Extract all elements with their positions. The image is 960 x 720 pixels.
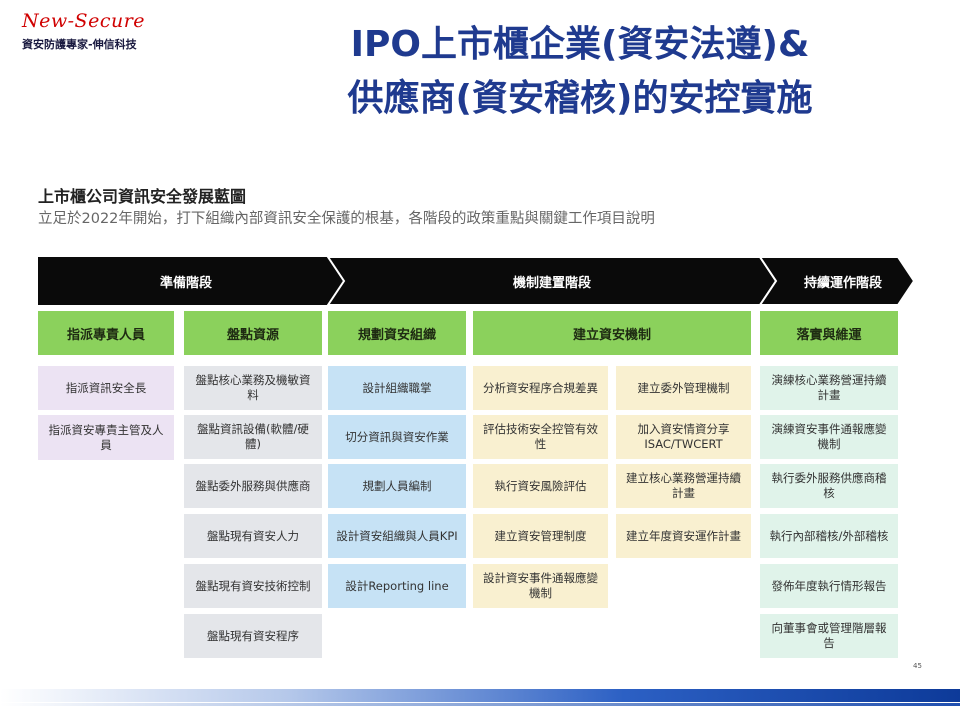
list-item-inventory: 盤點現有資安技術控制 (184, 564, 322, 608)
list-item-inventory: 盤點核心業務及機敏資料 (184, 366, 322, 410)
list-item-mechanism: 建立委外管理機制 (616, 366, 751, 410)
list-item-operate: 執行委外服務供應商稽核 (760, 464, 898, 508)
list-item-plan: 設計資安組織與人員KPI (328, 514, 466, 558)
category-assign: 指派專責人員 (38, 311, 174, 355)
company-logo: New-Secure 資安防護專家-伸信科技 (22, 10, 145, 52)
slide-title-line2: 供應商(資安稽核)的安控實施 (347, 78, 813, 119)
list-item-mechanism: 建立資安管理制度 (473, 514, 608, 558)
list-item-plan: 設計組織職掌 (328, 366, 466, 410)
logo-tagline: 資安防護專家-伸信科技 (22, 38, 137, 51)
roadmap-title: 上市櫃公司資訊安全發展藍圖 (38, 187, 247, 206)
category-inventory: 盤點資源 (184, 311, 322, 355)
list-item-operate: 向董事會或管理階層報告 (760, 614, 898, 658)
phase-arrow-operate (758, 256, 916, 306)
list-item-assign: 指派資訊安全長 (38, 366, 174, 410)
list-item-mechanism: 設計資安事件通報應變機制 (473, 564, 608, 608)
slide-title-line1: IPO上市櫃企業(資安法遵)& (350, 24, 810, 65)
list-item-operate: 發佈年度執行情形報告 (760, 564, 898, 608)
list-item-mechanism: 執行資安風險評估 (473, 464, 608, 508)
list-item-mechanism: 加入資安情資分享ISAC/TWCERT (616, 415, 751, 459)
list-item-inventory: 盤點資訊設備(軟體/硬體) (184, 415, 322, 459)
phase-build-label: 機制建置階段 (512, 275, 591, 291)
category-plan-org: 規劃資安組織 (328, 311, 466, 355)
phase-arrow-prepare (38, 257, 344, 305)
list-item-mechanism: 分析資安程序合規差異 (473, 366, 608, 410)
list-item-plan: 規劃人員編制 (328, 464, 466, 508)
list-item-mechanism: 建立年度資安運作計畫 (616, 514, 751, 558)
list-item-inventory: 盤點現有資安程序 (184, 614, 322, 658)
phase-prepare: 準備階段 (38, 257, 334, 305)
category-operate: 落實與維運 (760, 311, 898, 355)
list-item-assign: 指派資安專責主管及人員 (38, 415, 174, 460)
list-item-mechanism: 建立核心業務營運持續計畫 (616, 464, 751, 508)
phase-operate: 持續運作階段 (776, 257, 910, 305)
slide-title: IPO上市櫃企業(資安法遵)& 供應商(資安稽核)的安控實施 (230, 18, 930, 126)
list-item-operate: 演練核心業務營運持續計畫 (760, 366, 898, 410)
list-item-operate: 執行內部稽核/外部稽核 (760, 514, 898, 558)
phase-operate-label: 持續運作階段 (803, 275, 882, 291)
list-item-plan: 設計Reporting line (328, 564, 466, 608)
list-item-mechanism: 評估技術安全控管有效性 (473, 415, 608, 459)
footer-line (0, 703, 960, 706)
page-number: 45 (913, 662, 922, 670)
phase-build: 機制建置階段 (344, 257, 760, 305)
list-item-inventory: 盤點委外服務與供應商 (184, 464, 322, 508)
category-build-mechanism: 建立資安機制 (473, 311, 751, 355)
list-item-operate: 演練資安事件通報應變機制 (760, 415, 898, 459)
logo-name: New-Secure (22, 10, 146, 32)
list-item-inventory: 盤點現有資安人力 (184, 514, 322, 558)
roadmap-subtitle: 立足於2022年開始，打下組織內部資訊安全保護的根基，各階段的政策重點與關鍵工作… (38, 211, 655, 227)
list-item-plan: 切分資訊與資安作業 (328, 415, 466, 459)
footer-gradient-bar (0, 689, 960, 702)
phase-prepare-label: 準備階段 (159, 275, 212, 291)
